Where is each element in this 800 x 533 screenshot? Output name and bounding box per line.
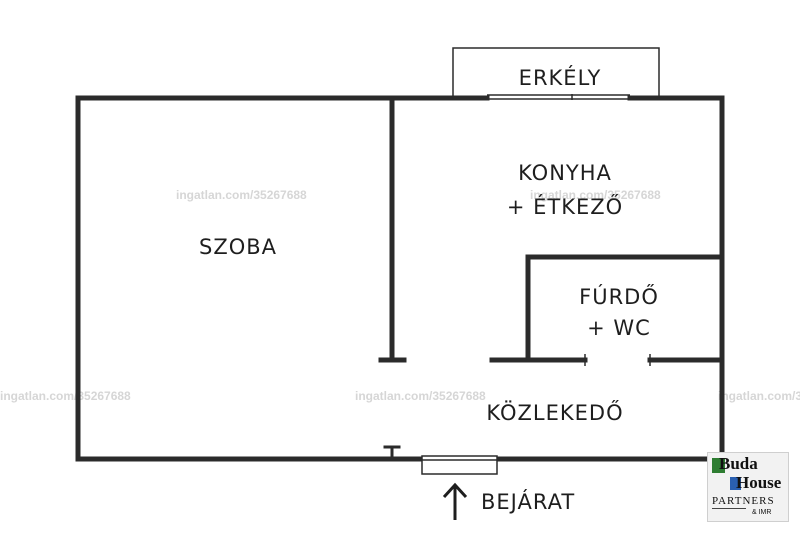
room-label-furdo: FÚRDŐ (579, 284, 659, 309)
logo-word-imr: & IMR (752, 509, 772, 516)
watermark-text: ingatlan.com/35267688 (0, 389, 131, 403)
company-logo: Buda House PARTNERS & IMR (707, 452, 789, 522)
watermark-text: ingatlan.com/35267688 (355, 389, 486, 403)
watermark-text: ingatlan.com/35267688 (176, 188, 307, 202)
logo-word-house: House (736, 473, 782, 492)
arrow-up-icon (442, 482, 468, 520)
entrance-door (421, 455, 498, 475)
logo-word-buda: Buda (719, 454, 758, 473)
room-label-etkezo: + ÉTKEZŐ (507, 194, 623, 219)
entrance-label: BEJÁRAT (481, 489, 575, 514)
room-label-wc: + WC (587, 316, 651, 340)
logo-divider (712, 508, 746, 509)
watermark-text: ingatlan.com/35267688 (718, 389, 800, 403)
logo-word-partners: PARTNERS (712, 495, 775, 507)
watermark-text: ingatlan.com/35267688 (530, 188, 661, 202)
logo-green-square (712, 458, 725, 473)
room-label-konyha: KONYHA (518, 161, 612, 185)
room-label-kozlekedo: KÖZLEKEDŐ (486, 400, 623, 425)
room-label-erkely: ERKÉLY (519, 65, 602, 90)
logo-blue-square (730, 477, 741, 490)
room-label-szoba: SZOBA (199, 235, 277, 259)
